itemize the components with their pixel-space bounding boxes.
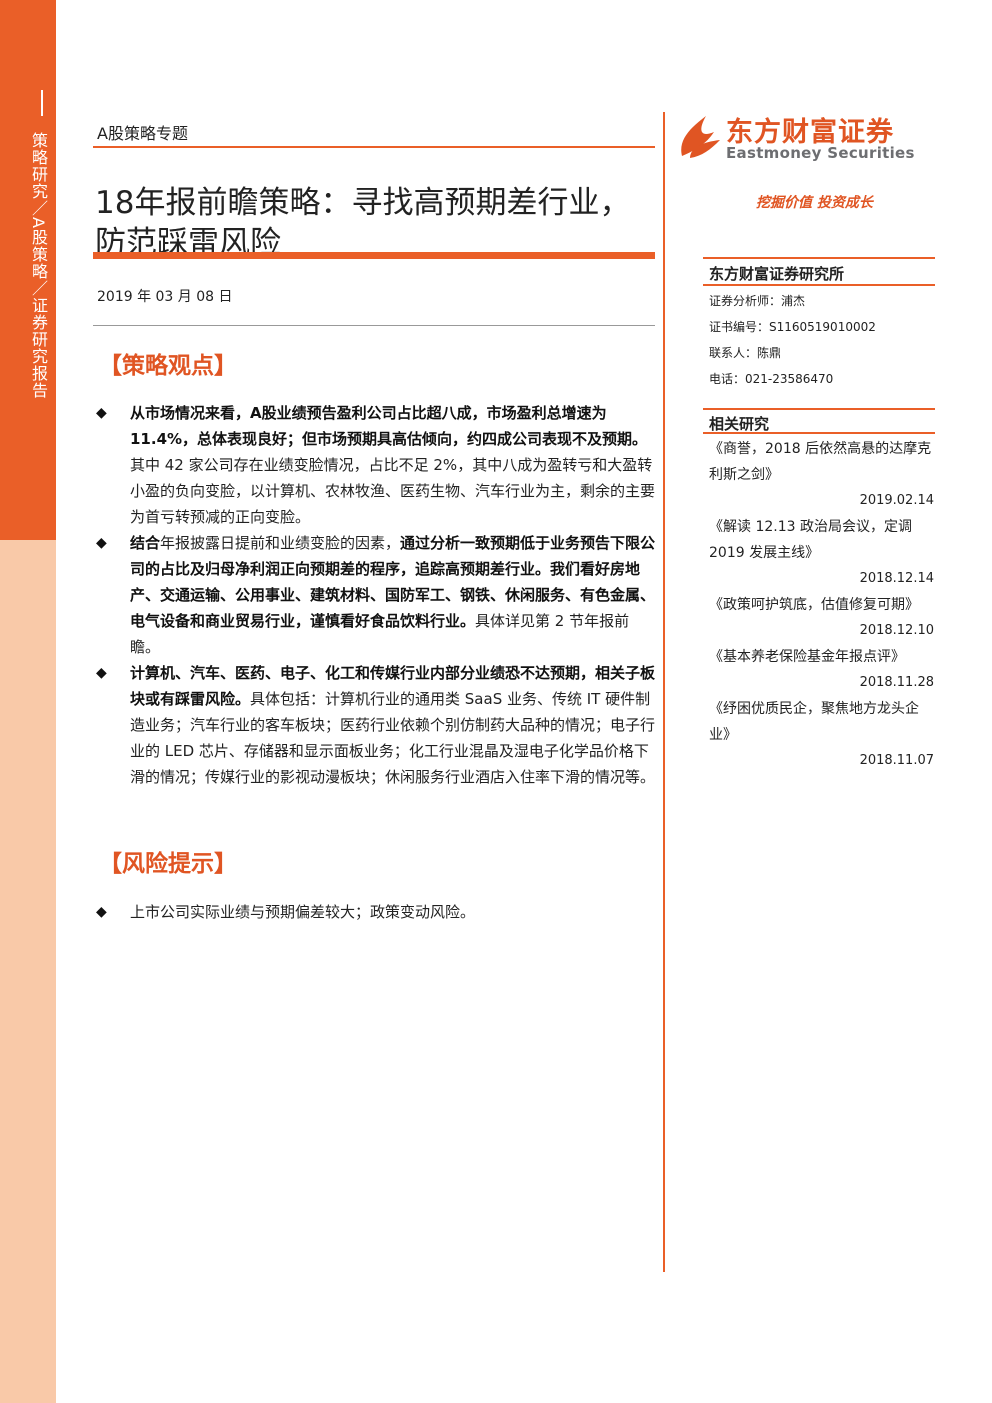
diamond-bullet-icon: ◆ <box>96 904 107 920</box>
bullet-bold-text: 结合 <box>130 534 161 552</box>
bullet-text: 年报披露日提前和业绩变脸的因素， <box>160 534 401 552</box>
list-item: ◆ 计算机、汽车、医药、电子、化工和传媒行业内部分业绩恐不达预期，相关子板块或有… <box>96 660 656 790</box>
research-date: 2018.12.14 <box>859 571 934 586</box>
list-item[interactable]: 《基本养老保险基金年报点评》 2018.11.28 <box>709 644 934 696</box>
institute-rule-top <box>703 257 935 259</box>
risk-heading: 【风险提示】 <box>99 850 237 877</box>
brand-name-en: Eastmoney Securities <box>726 144 915 162</box>
strategy-heading: 【策略观点】 <box>99 352 237 379</box>
list-item: ◆ 上市公司实际业绩与预期偏差较大；政策变动风险。 <box>96 899 656 925</box>
bullet-bold-text: 从市场情况来看，A股业绩预告盈利公司占比超八成，市场盈利总增速为 11.4%，总… <box>130 404 648 448</box>
column-divider <box>663 112 665 1272</box>
institute-rule-bottom <box>703 284 935 286</box>
research-date: 2018.11.28 <box>859 675 934 690</box>
institute-name: 东方财富证券研究所 <box>709 265 845 283</box>
brand-logo: 东方财富证券 Eastmoney Securities <box>676 108 926 168</box>
header-rule <box>93 146 655 148</box>
report-type: A股策略专题 <box>97 124 188 143</box>
list-item[interactable]: 《解读 12.13 政治局会议，定调 2019 发展主线》 2018.12.14 <box>709 514 934 592</box>
list-item[interactable]: 《商誉，2018 后依然高悬的达摩克利斯之剑》 2019.02.14 <box>709 436 934 514</box>
research-date: 2019.02.14 <box>859 493 934 508</box>
bullet-text: 具体包括：计算机行业的通用类 SaaS 业务、传统 IT 硬件制造业务；汽车行业… <box>130 690 656 786</box>
research-date: 2018.11.07 <box>859 753 934 768</box>
related-research-list: 《商誉，2018 后依然高悬的达摩克利斯之剑》 2019.02.14 《解读 1… <box>709 436 934 774</box>
bullet-text: 具体详见第 2 节年报前瞻。 <box>130 612 630 656</box>
diamond-bullet-icon: ◆ <box>96 665 107 681</box>
report-date: 2019 年 03 月 08 日 <box>97 289 233 305</box>
flame-logo-icon <box>681 116 720 158</box>
brand-slogan: 挖掘价值 投资成长 <box>756 195 873 211</box>
research-title[interactable]: 《政策呵护筑底，估值修复可期》 <box>709 597 919 613</box>
date-rule <box>93 325 655 326</box>
side-band-top <box>0 0 56 540</box>
side-vertical-label: 策略研究／A股策略／证券研究报告 <box>29 132 48 399</box>
side-tick <box>41 90 43 116</box>
side-band: 策略研究／A股策略／证券研究报告 <box>0 0 56 1403</box>
diamond-bullet-icon: ◆ <box>96 535 107 551</box>
research-title[interactable]: 《基本养老保险基金年报点评》 <box>709 649 905 665</box>
page-title: 18年报前瞻策略：寻找高预期差行业，防范踩雷风险 <box>95 184 631 261</box>
phone-number: 电话：021-23586470 <box>709 372 834 386</box>
list-item: ◆ 从市场情况来看，A股业绩预告盈利公司占比超八成，市场盈利总增速为 11.4%… <box>96 400 656 530</box>
risk-list: ◆ 上市公司实际业绩与预期偏差较大；政策变动风险。 <box>96 899 656 925</box>
list-item[interactable]: 《纾困优质民企，聚焦地方龙头企业》 2018.11.07 <box>709 696 934 774</box>
related-rule-bottom <box>703 432 935 434</box>
research-title[interactable]: 《纾困优质民企，聚焦地方龙头企业》 <box>709 701 919 743</box>
strategy-list: ◆ 从市场情况来看，A股业绩预告盈利公司占比超八成，市场盈利总增速为 11.4%… <box>96 400 656 790</box>
list-item[interactable]: 《政策呵护筑底，估值修复可期》 2018.12.10 <box>709 592 934 644</box>
bullet-bold-text: 通过分析一致预期低于业务预告下限公司的占比及归母净利润正向预期差的程序，追踪高预… <box>130 534 656 630</box>
research-title[interactable]: 《商誉，2018 后依然高悬的达摩克利斯之剑》 <box>709 441 932 483</box>
side-band-bottom <box>0 540 56 1403</box>
bullet-text: 其中 42 家公司存在业绩变脸情况，占比不足 2%，其中八成为盈转亏和大盈转小盈… <box>130 456 656 526</box>
list-item: ◆ 结合年报披露日提前和业绩变脸的因素，通过分析一致预期低于业务预告下限公司的占… <box>96 530 656 660</box>
bullet-bold-text: 计算机、汽车、医药、电子、化工和传媒行业内部分业绩恐不达预期，相关子板块或有踩雷… <box>130 664 656 708</box>
related-title: 相关研究 <box>709 415 770 433</box>
diamond-bullet-icon: ◆ <box>96 405 107 421</box>
cert-number: 证书编号：S1160519010002 <box>709 320 876 334</box>
research-date: 2018.12.10 <box>859 623 934 638</box>
analyst-name: 证券分析师：浦杰 <box>709 294 806 308</box>
related-rule-top <box>703 408 935 410</box>
bullet-text: 上市公司实际业绩与预期偏差较大；政策变动风险。 <box>130 903 476 921</box>
brand-name-cn: 东方财富证券 <box>726 117 894 148</box>
contact-person: 联系人：陈鼎 <box>709 346 782 360</box>
title-rule <box>93 252 655 259</box>
research-title[interactable]: 《解读 12.13 政治局会议，定调 2019 发展主线》 <box>709 519 912 561</box>
